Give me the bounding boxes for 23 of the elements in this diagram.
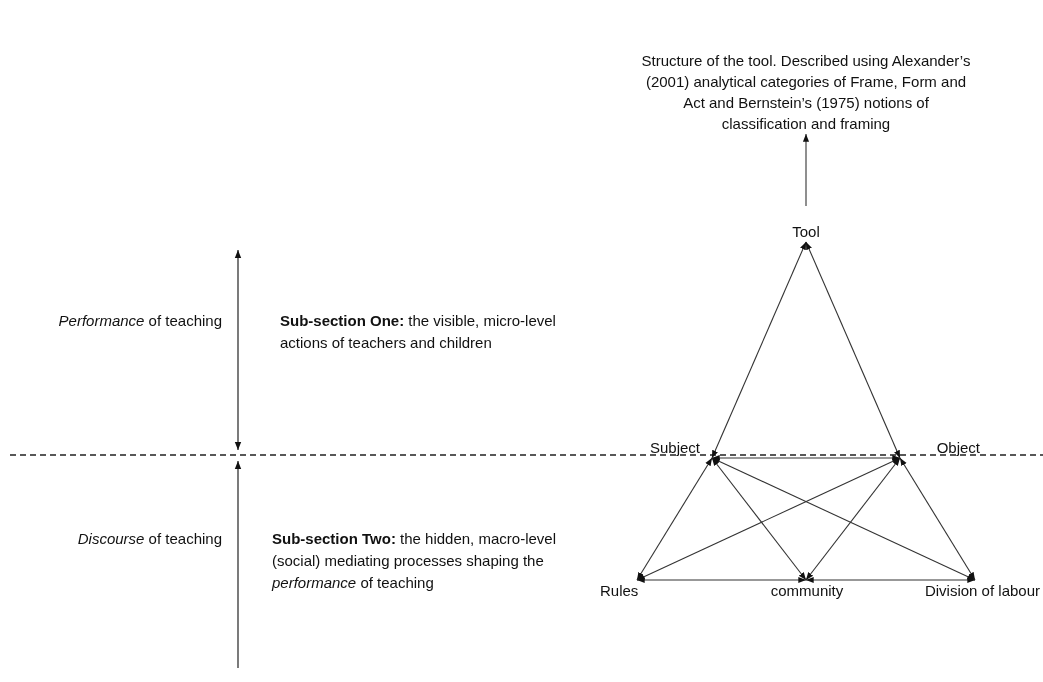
arrow xyxy=(802,133,810,207)
arrow xyxy=(711,457,976,581)
arrow xyxy=(805,576,976,584)
description-text: Sub-section Two: the hidden, macro-level (social) mediating processes shaping the performance of teaching xyxy=(272,529,557,593)
vertex-label: Rules xyxy=(600,580,670,612)
caption-text: Structure of the tool. Described using Alexander’s (2001) analytical categories of Frame, Form and Act and Bernstein’s (1975) notions of classification and framing xyxy=(640,4,972,134)
section-label: Discourse of teaching xyxy=(76,529,222,549)
vertex-label: community xyxy=(762,580,852,612)
description-text: Sub-section One: the visible, micro-level actions of teachers and children xyxy=(280,311,557,353)
vertex-label: Subject xyxy=(650,426,712,458)
arrow xyxy=(711,454,901,462)
arrow xyxy=(636,576,807,584)
vertex-label: Division of labour xyxy=(895,580,1040,612)
arrow xyxy=(636,457,901,581)
arrow xyxy=(805,241,901,459)
vertex-label: Object xyxy=(900,426,980,458)
vertex-label: Tool xyxy=(780,206,832,242)
arrow xyxy=(636,457,713,581)
section-label: Performance of teaching xyxy=(57,311,222,331)
arrow xyxy=(899,457,976,581)
arrow xyxy=(711,457,807,581)
arrow xyxy=(711,241,807,459)
arrow xyxy=(805,457,901,581)
